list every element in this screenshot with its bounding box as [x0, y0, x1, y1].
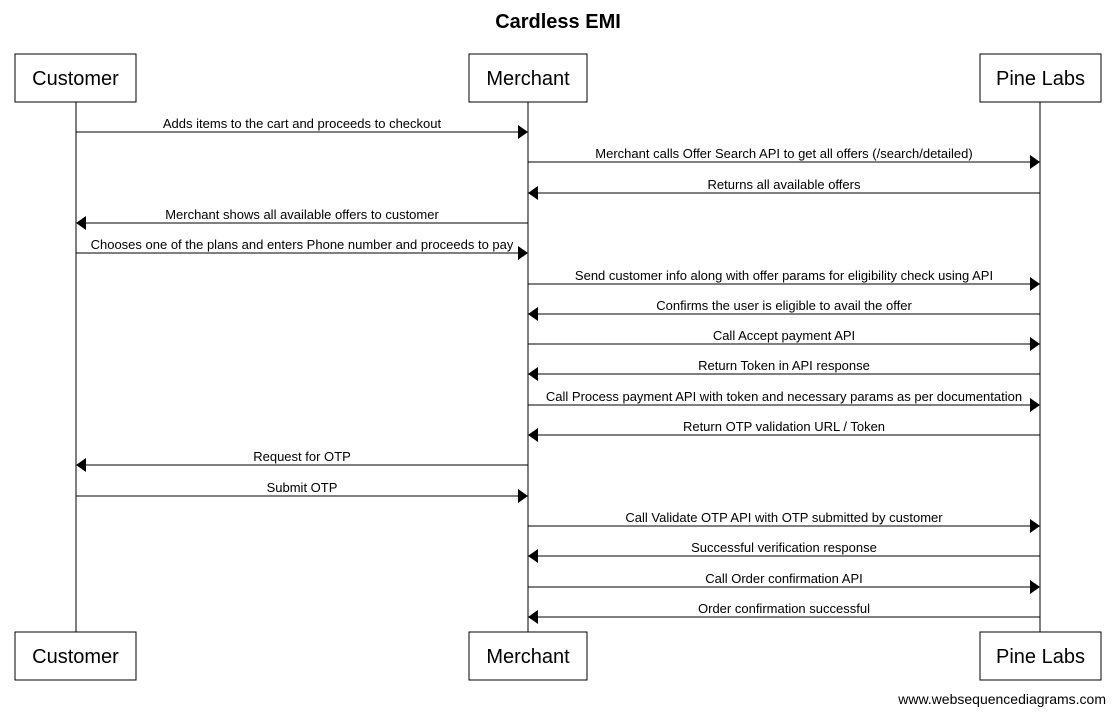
participant-label: Merchant: [486, 646, 570, 668]
arrowhead-icon: [528, 428, 538, 442]
participant-box: [979, 631, 1102, 681]
arrowhead-icon: [518, 125, 528, 139]
message-label: Call Order confirmation API: [705, 571, 863, 586]
message-17: Order confirmation successful: [528, 601, 1040, 624]
participant-merchant-bottom: Merchant: [468, 631, 588, 681]
message-5: Chooses one of the plans and enters Phon…: [76, 237, 528, 260]
message-label: Confirms the user is eligible to avail t…: [656, 298, 912, 313]
message-8: Call Accept payment API: [528, 328, 1040, 351]
arrowhead-icon: [1030, 398, 1040, 412]
participants-top: Customer Merchant Pine Labs: [14, 53, 1102, 103]
arrowhead-icon: [1030, 580, 1040, 594]
arrowhead-icon: [518, 246, 528, 260]
message-label: Merchant calls Offer Search API to get a…: [595, 146, 972, 161]
arrowhead-icon: [528, 549, 538, 563]
message-12: Request for OTP: [76, 449, 528, 472]
participant-box: [468, 631, 588, 681]
message-3: Returns all available offers: [528, 177, 1040, 200]
message-10: Call Process payment API with token and …: [528, 389, 1040, 412]
participant-merchant-top: Merchant: [468, 53, 588, 103]
participant-box: [468, 53, 588, 103]
message-label: Adds items to the cart and proceeds to c…: [163, 116, 442, 131]
arrowhead-icon: [528, 186, 538, 200]
message-label: Merchant shows all available offers to c…: [165, 207, 439, 222]
message-2: Merchant calls Offer Search API to get a…: [528, 146, 1040, 169]
participant-label: Customer: [32, 68, 119, 90]
message-label: Return Token in API response: [698, 358, 870, 373]
arrowhead-icon: [1030, 277, 1040, 291]
arrowhead-icon: [1030, 519, 1040, 533]
participant-customer-top: Customer: [14, 53, 137, 103]
message-label: Return OTP validation URL / Token: [683, 419, 885, 434]
message-label: Call Validate OTP API with OTP submitted…: [625, 510, 943, 525]
arrowhead-icon: [76, 458, 86, 472]
message-label: Send customer info along with offer para…: [575, 268, 993, 283]
message-label: Chooses one of the plans and enters Phon…: [91, 237, 514, 252]
message-label: Order confirmation successful: [698, 601, 870, 616]
arrowhead-icon: [528, 610, 538, 624]
participant-label: Customer: [32, 646, 119, 668]
message-label: Call Process payment API with token and …: [546, 389, 1022, 404]
message-9: Return Token in API response: [528, 358, 1040, 381]
message-1: Adds items to the cart and proceeds to c…: [76, 116, 528, 139]
participant-box: [14, 631, 137, 681]
diagram-title: Cardless EMI: [495, 11, 621, 33]
participant-pinelabs-bottom: Pine Labs: [979, 631, 1102, 681]
message-16: Call Order confirmation API: [528, 571, 1040, 594]
message-label: Successful verification response: [691, 540, 877, 555]
participant-box: [14, 53, 137, 103]
message-6: Send customer info along with offer para…: [528, 268, 1040, 291]
participant-label: Pine Labs: [996, 646, 1085, 668]
participant-box: [979, 53, 1102, 103]
message-7: Confirms the user is eligible to avail t…: [528, 298, 1040, 321]
message-label: Submit OTP: [267, 480, 338, 495]
messages: Adds items to the cart and proceeds to c…: [76, 116, 1040, 624]
arrowhead-icon: [1030, 337, 1040, 351]
arrowhead-icon: [518, 489, 528, 503]
message-13: Submit OTP: [76, 480, 528, 503]
message-label: Request for OTP: [253, 449, 351, 464]
participants-bottom: Customer Merchant Pine Labs: [14, 631, 1102, 681]
message-11: Return OTP validation URL / Token: [528, 419, 1040, 442]
message-4: Merchant shows all available offers to c…: [76, 207, 528, 230]
lifelines: [75, 102, 1041, 632]
arrowhead-icon: [1030, 155, 1040, 169]
arrowhead-icon: [528, 307, 538, 321]
participant-customer-bottom: Customer: [14, 631, 137, 681]
participant-label: Pine Labs: [996, 68, 1085, 90]
arrowhead-icon: [528, 367, 538, 381]
participant-label: Merchant: [486, 68, 570, 90]
watermark: www.websequencediagrams.com: [897, 691, 1106, 707]
message-label: Returns all available offers: [708, 177, 861, 192]
message-label: Call Accept payment API: [713, 328, 855, 343]
message-15: Successful verification response: [528, 540, 1040, 563]
message-14: Call Validate OTP API with OTP submitted…: [528, 510, 1040, 533]
participant-pinelabs-top: Pine Labs: [979, 53, 1102, 103]
arrowhead-icon: [76, 216, 86, 230]
